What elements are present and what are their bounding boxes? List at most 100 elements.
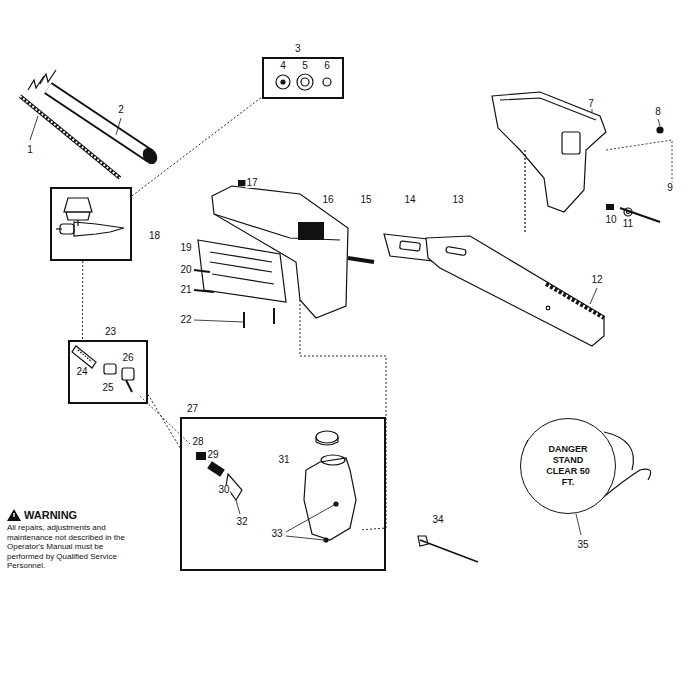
leader-connector (148, 394, 180, 447)
callout-number: 12 (590, 275, 603, 285)
bar-plate-part (400, 241, 421, 251)
drive-shaft-part (30, 116, 38, 140)
pinion-part (56, 228, 62, 229)
tube-part (141, 146, 160, 166)
callout-number: 19 (179, 243, 192, 253)
sign-text: DANGER STAND CLEAR 50 FT. (542, 444, 594, 489)
callout-number: 10 (604, 215, 617, 225)
stud (348, 258, 374, 262)
oil-tank-part (315, 437, 316, 442)
guide-bar-part (426, 236, 604, 346)
callout-number: 15 (359, 195, 372, 205)
tube-part (48, 88, 150, 156)
callout-number: 35 (576, 540, 589, 550)
clamp-part (194, 290, 214, 292)
guide-bar (426, 236, 604, 346)
oil-tank-part (304, 458, 356, 540)
guide-bar-part (546, 306, 550, 310)
pinion (56, 198, 124, 236)
chain-cover-part (562, 132, 580, 154)
nut-bolt-part (657, 127, 663, 133)
wrench-part (418, 536, 428, 546)
pinion-part (60, 224, 74, 234)
oil-pump-part (122, 368, 134, 380)
clamp-part (210, 252, 274, 284)
oil-tank-part (337, 437, 338, 442)
nut-bolt (606, 119, 672, 222)
callout-number: 4 (279, 61, 287, 71)
callout-number: 17 (245, 178, 258, 188)
callout-number: 31 (277, 455, 290, 465)
callout-number: 3 (294, 44, 302, 54)
clamp-part (273, 308, 275, 324)
oil-pump-part (72, 346, 96, 368)
clamp-part (194, 270, 210, 272)
callout-number: 25 (101, 383, 114, 393)
drive-shaft-part (28, 76, 44, 90)
gear-set-part (297, 74, 313, 90)
group-box: 3 (262, 57, 344, 99)
oil-tank-part (316, 442, 338, 445)
oil-tank (196, 431, 356, 542)
callout-number: 26 (121, 353, 134, 363)
group-box: 18 (50, 187, 132, 261)
tube (40, 70, 159, 166)
callout-number: 21 (179, 285, 192, 295)
clamp (194, 240, 286, 328)
nut-bolt-part (624, 208, 632, 216)
callout-number: 16 (321, 195, 334, 205)
chain-cover-part (492, 92, 606, 212)
warning-symbol-part (7, 509, 21, 521)
callout-number: 14 (403, 195, 416, 205)
leader-connector (82, 261, 83, 340)
callout-number: 20 (179, 265, 192, 275)
warning-symbol-part (13, 513, 14, 517)
chain-cover-part (500, 98, 596, 120)
chain-cover-part (524, 150, 525, 232)
saw-chain-part (546, 284, 604, 318)
group-box: 27 (180, 417, 386, 571)
gear-set-part (301, 78, 309, 86)
callout-number: 13 (451, 195, 464, 205)
callout-number: 34 (431, 515, 444, 525)
tube-part (40, 70, 56, 84)
callout-number: 33 (270, 529, 283, 539)
danger-sign: DANGER STAND CLEAR 50 FT. (520, 418, 616, 514)
callout-number: 27 (186, 404, 199, 414)
pinion-part (64, 198, 92, 212)
oil-tank-part (286, 536, 324, 540)
callout-number: 18 (148, 231, 161, 241)
gear-set-part (276, 75, 290, 89)
callout-number: 8 (654, 107, 662, 117)
saw-head (212, 180, 386, 530)
clamp-part (194, 320, 244, 322)
leader-connector (132, 97, 262, 196)
oil-tank-part (316, 431, 338, 443)
callout-number: 5 (301, 61, 309, 71)
chain-cover (492, 92, 606, 232)
warning-heading: WARNING (24, 510, 77, 521)
oil-tank-part (236, 500, 240, 514)
callout-number: 9 (666, 183, 674, 193)
gear-set-part (323, 78, 331, 86)
wrench-part (420, 540, 478, 562)
warning-text: All repairs, adjustments and maintenance… (7, 523, 135, 571)
group-box: 23 (68, 340, 148, 404)
stud-part (348, 258, 374, 262)
callout-number: 23 (104, 327, 117, 337)
saw-head-part (214, 214, 340, 240)
oil-tank-part (321, 455, 345, 465)
callout-number: 2 (117, 105, 125, 115)
nut-bolt-part (606, 140, 672, 182)
oil-pump-part (78, 350, 92, 362)
clamp-part (243, 312, 245, 328)
callout-number: 6 (323, 61, 331, 71)
pinion-part (74, 222, 124, 236)
oil-tank-part (334, 502, 338, 506)
callout-number: 11 (622, 219, 634, 229)
nut-bolt-part (627, 211, 630, 214)
tube-part (116, 118, 121, 135)
